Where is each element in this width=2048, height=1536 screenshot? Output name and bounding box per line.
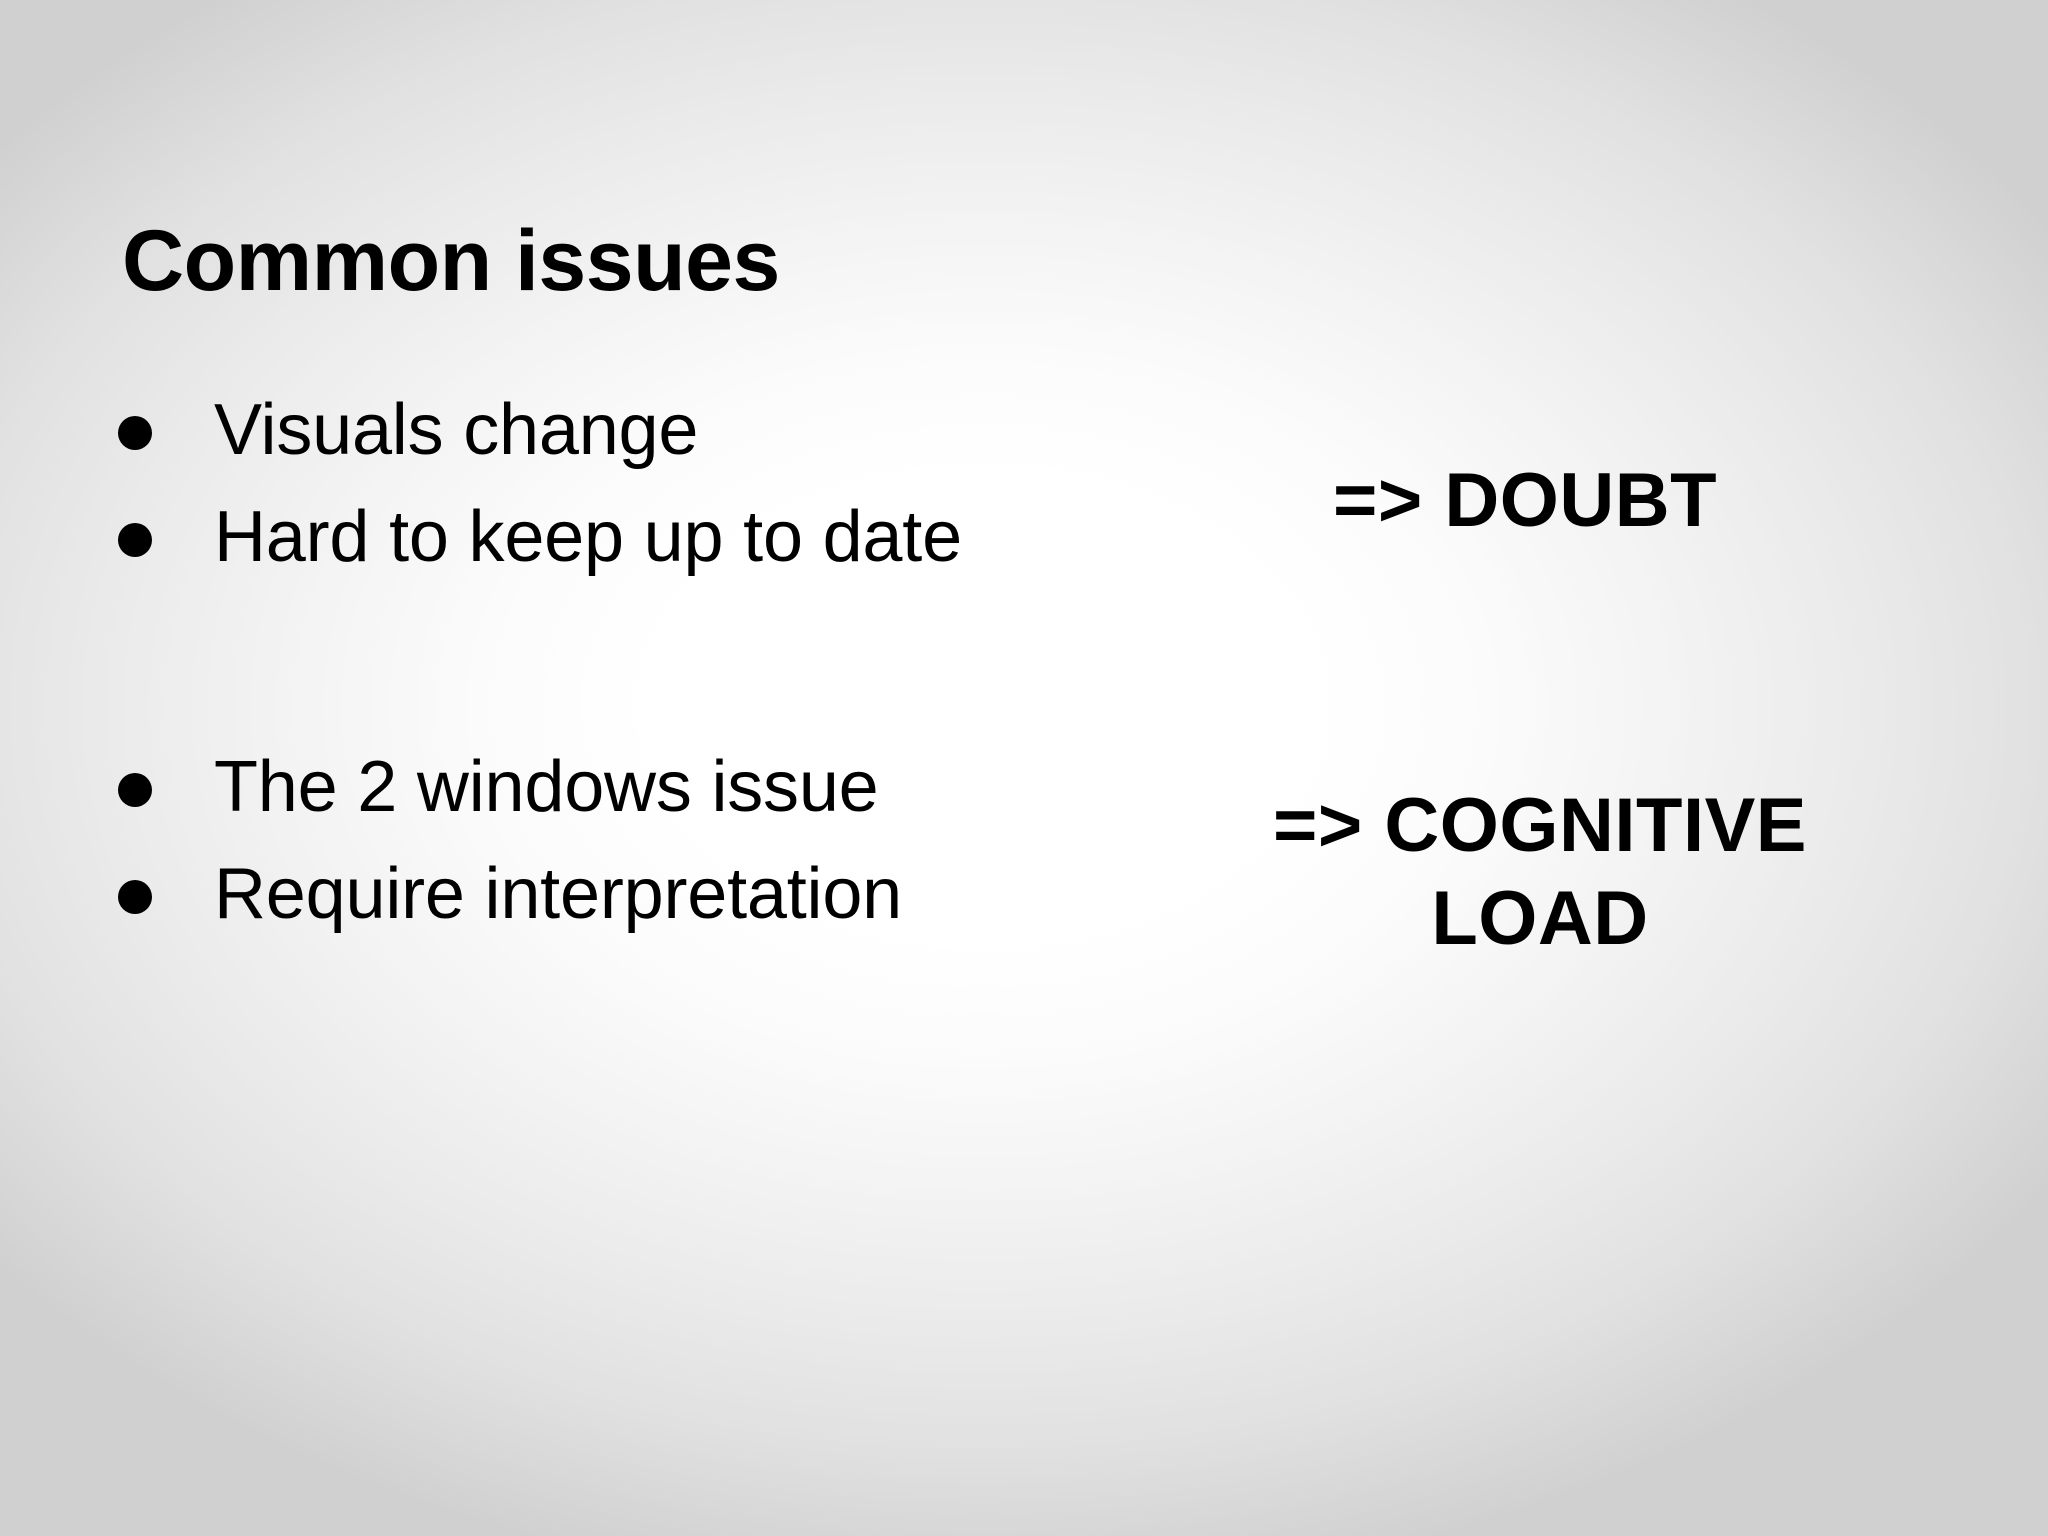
bullet-group-2: The 2 windows issue Require interpretati… — [118, 747, 1188, 934]
bullet-group-1: Visuals change Hard to keep up to date — [118, 390, 1188, 577]
consequence-cognitive-label-line-1: COGNITIVE — [1384, 783, 1807, 868]
arrow-glyph: => — [1273, 783, 1363, 868]
round-bullet-icon — [118, 879, 152, 914]
list-item-label: Hard to keep up to date — [214, 496, 962, 577]
page-title: Common issues — [122, 212, 780, 309]
consequence-cognitive-load: => COGNITIVE LOAD — [1190, 780, 1890, 965]
round-bullet-icon — [118, 522, 152, 557]
round-bullet-icon — [118, 416, 152, 450]
issues-list: Visuals change Hard to keep up to date T… — [118, 390, 1188, 961]
arrow-glyph: => — [1332, 458, 1423, 543]
list-item-label: Require interpretation — [214, 853, 903, 934]
list-item[interactable]: The 2 windows issue — [118, 747, 1188, 828]
list-item-label: Visuals change — [214, 390, 699, 470]
list-item[interactable]: Visuals change — [118, 390, 1188, 471]
consequence-cognitive-label-line-2: LOAD — [1431, 875, 1649, 961]
round-bullet-icon — [118, 773, 152, 808]
consequence-doubt: => DOUBT — [1215, 455, 1835, 548]
list-item[interactable]: Require interpretation — [118, 854, 1188, 935]
consequence-doubt-label: DOUBT — [1444, 458, 1718, 543]
list-item[interactable]: Hard to keep up to date — [118, 497, 1188, 578]
list-item-label: The 2 windows issue — [214, 747, 879, 828]
